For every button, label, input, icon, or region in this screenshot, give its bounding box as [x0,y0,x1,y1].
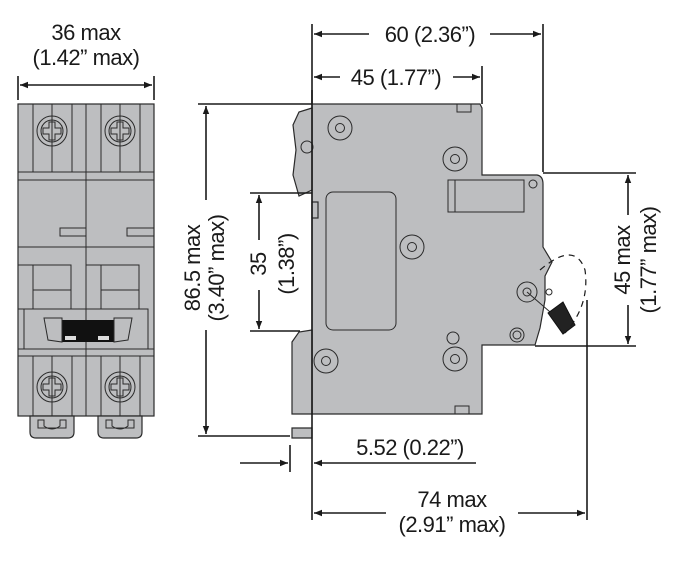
dim-rail-offset-label: 5.52 (0.22”) [356,435,464,460]
terminal-screw-icon [36,371,68,403]
dim-depth-total: 60 (2.36”) [311,22,544,172]
dim-height-total-mm: 86.5 max [180,224,205,311]
dim-front-height-inch: (1.77” max) [636,207,661,314]
terminal-screw-icon [36,115,68,147]
dim-depth-front-label: 45 (1.77”) [351,65,441,90]
dim-rail-width: 35 (1.38”) [246,192,312,332]
dim-rail-width-inch: (1.38”) [274,233,299,294]
side-view: 60 (2.36”) 45 (1.77”) [180,22,661,537]
dim-front-height: 45 max (1.77” max) [535,172,661,347]
dim-depth-total-label: 60 (2.36”) [385,22,475,47]
dim-width-front: 36 max (1.42” max) [17,20,155,100]
side-body [311,103,553,415]
dim-depth-max: 74 max (2.91” max) [314,300,588,537]
din-clip [29,415,75,439]
din-clip [97,415,143,439]
dim-depth-max-mm: 74 max [417,487,487,512]
dim-rail-offset: 5.52 (0.22”) [240,435,476,472]
dim-width-front-inch: (1.42” max) [33,45,140,70]
terminal-screw-icon [104,115,136,147]
dim-depth-max-inch: (2.91” max) [399,512,506,537]
terminal-screw-icon [104,371,136,403]
dim-width-front-mm: 36 max [51,20,121,45]
dim-front-height-mm: 45 max [610,225,635,295]
side-toggle-handle-icon [547,301,576,335]
dim-rail-width-mm: 35 [246,252,271,276]
dim-height-total: 86.5 max (3.40” max) [180,103,312,437]
dim-depth-front: 45 (1.77”) [314,65,483,104]
dim-height-total-inch: (3.40” max) [204,215,229,322]
front-view: 36 max (1.42” max) [17,20,155,439]
